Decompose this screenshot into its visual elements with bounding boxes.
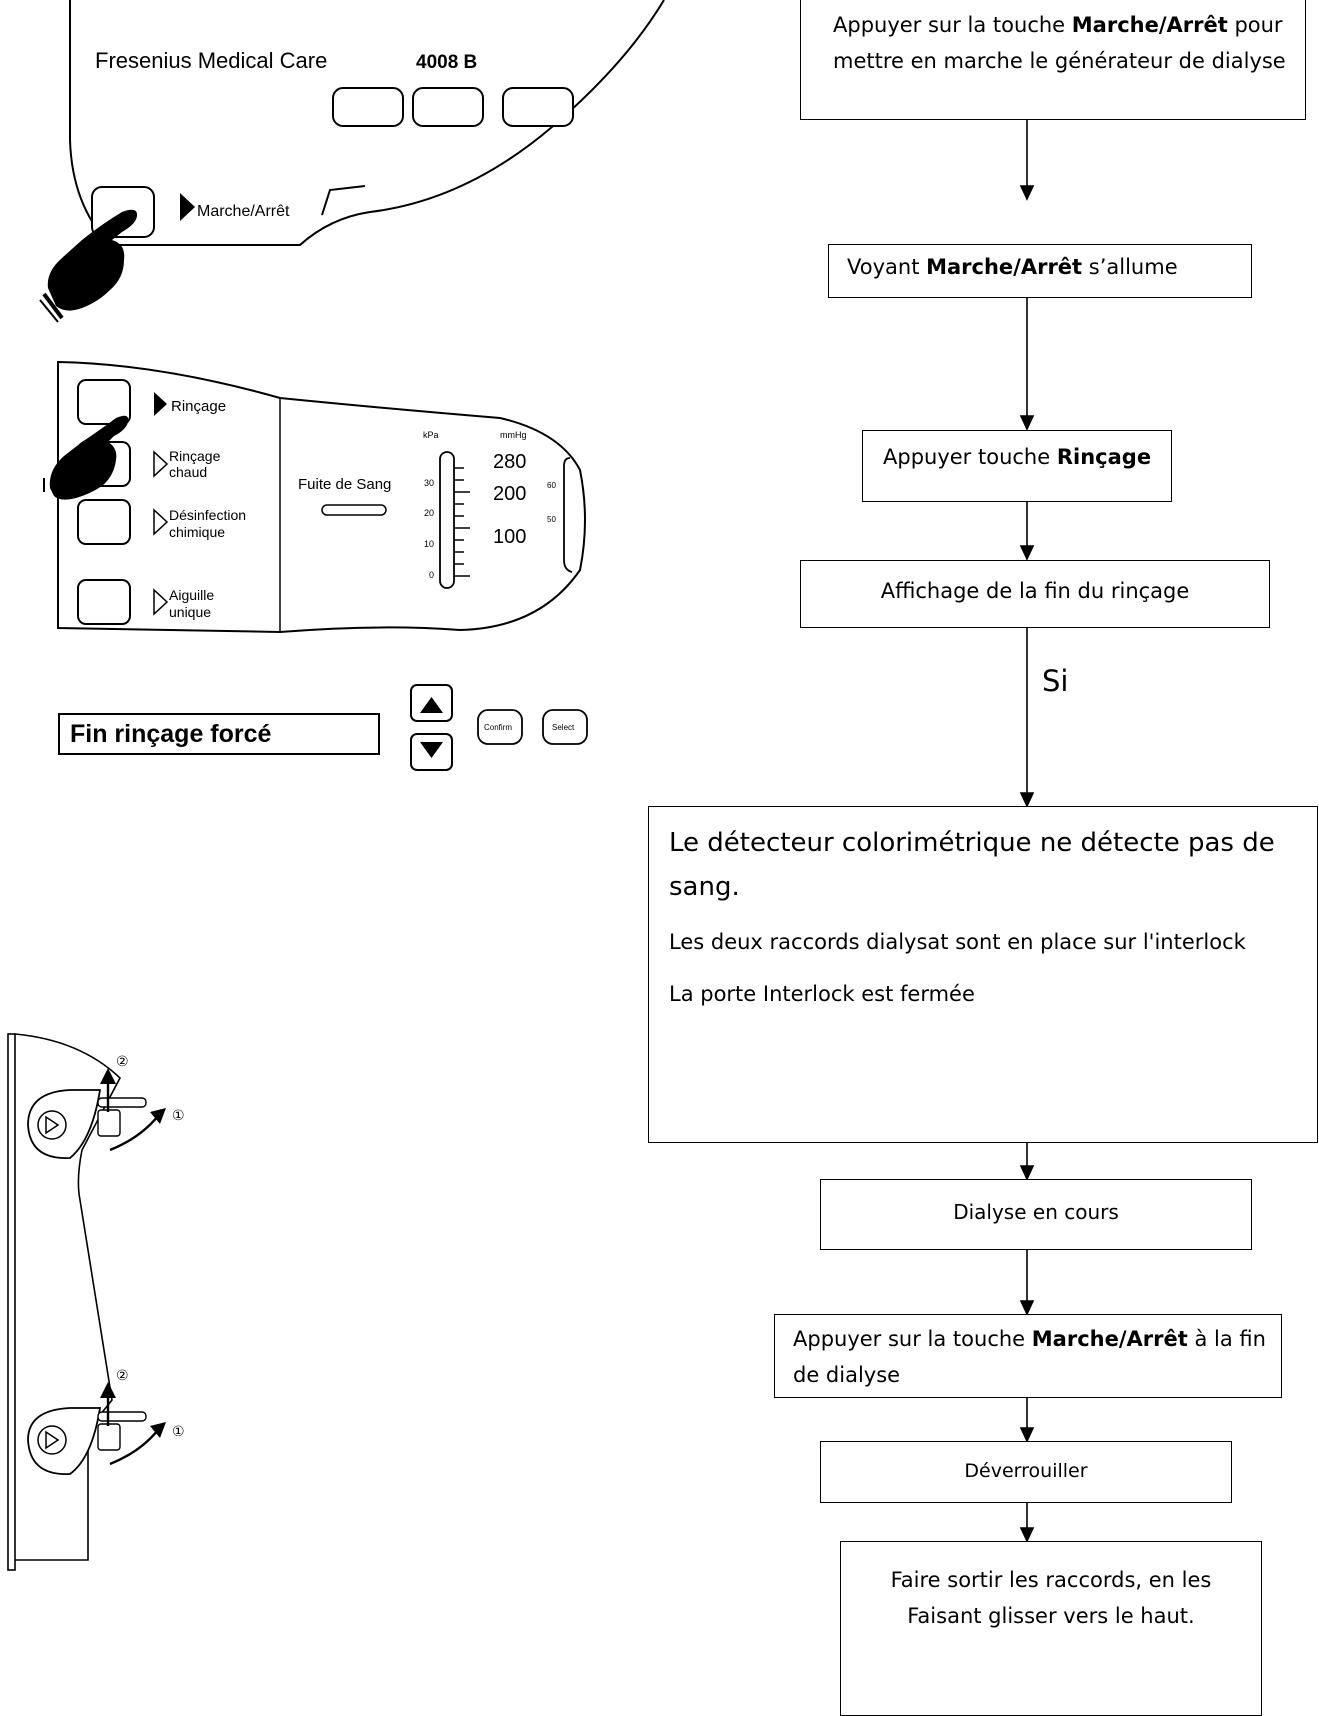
flow-step-conditions: Le détecteur colorimétrique ne détecte p… bbox=[648, 806, 1318, 1143]
panel-outline bbox=[69, 0, 665, 246]
disinfect-label-2: chimique bbox=[169, 524, 225, 540]
unit-kpa: kPa bbox=[423, 430, 439, 440]
kpa-tick-10: 10 bbox=[424, 539, 434, 549]
upper-arrow-1-icon bbox=[109, 1115, 159, 1152]
step2-bold: Marche/Arrêt bbox=[926, 255, 1083, 279]
flow-step-indicator-on: Voyant Marche/Arrêt s’allume bbox=[828, 244, 1252, 298]
panel-key-3[interactable] bbox=[502, 87, 574, 127]
arrow-down-icon bbox=[420, 742, 443, 758]
single-needle-label-1: Aiguille bbox=[169, 587, 214, 603]
kpa-tick-20: 20 bbox=[424, 508, 434, 518]
confirm-label: Confirm bbox=[484, 723, 512, 732]
rinse-indicator-icon bbox=[154, 392, 167, 416]
machine-side-wall bbox=[7, 1033, 16, 1571]
single-needle-label-2: unique bbox=[169, 604, 211, 620]
lower-coupling-arrow-icon bbox=[45, 1430, 60, 1450]
flow-step-power-off: Appuyer sur la touche Marche/Arrêt à la … bbox=[774, 1314, 1282, 1398]
flow-step-remove-couplings: Faire sortir les raccords, en les Faisan… bbox=[840, 1541, 1262, 1716]
flow-step-power-on: Appuyer sur la touche Marche/Arrêt pour … bbox=[800, 0, 1306, 120]
step7-text: Appuyer sur la touche bbox=[793, 1327, 1032, 1351]
step6-text: Dialyse en cours bbox=[953, 1200, 1119, 1224]
upper-coupling-arrow-icon bbox=[45, 1115, 60, 1135]
display-controls: Confirm Select bbox=[410, 684, 588, 771]
step3-text: Appuyer touche bbox=[883, 445, 1057, 469]
power-panel-illustration: Fresenius Medical Care 4008 B Marche/Arr… bbox=[39, 0, 665, 323]
rinse-button[interactable] bbox=[77, 379, 131, 425]
step1-text-end: pour mettre en marche le générateur de d… bbox=[833, 13, 1286, 73]
disinfect-indicator-icon bbox=[153, 508, 169, 536]
lower-step-2: ② bbox=[116, 1367, 129, 1383]
disinfect-label-1: Désinfection bbox=[169, 507, 246, 523]
step9-line2: Faisant glisser vers le haut. bbox=[907, 1604, 1195, 1628]
flow-step-unlock: Déverrouiller bbox=[820, 1441, 1232, 1503]
mmhg-tick-280: 280 bbox=[493, 451, 526, 473]
confirm-button[interactable] bbox=[477, 709, 523, 745]
right-tick-60: 60 bbox=[547, 481, 556, 490]
hand-pointer-icon bbox=[43, 415, 129, 500]
condition-label-si: Si bbox=[1042, 664, 1069, 698]
condition-no-blood: Le détecteur colorimétrique ne détecte p… bbox=[669, 828, 1275, 902]
lower-arrow-1-icon bbox=[109, 1429, 159, 1466]
unit-mmhg: mmHg bbox=[500, 430, 527, 440]
lower-step-1: ① bbox=[172, 1423, 185, 1439]
model-label: 4008 B bbox=[416, 52, 477, 73]
interlock-housing bbox=[14, 1033, 121, 1561]
blood-leak-indicator bbox=[321, 504, 387, 516]
step1-bold: Marche/Arrêt bbox=[1071, 13, 1228, 37]
single-needle-indicator-icon bbox=[153, 588, 169, 616]
single-needle-button[interactable] bbox=[77, 579, 131, 625]
step7-text-end: à la fin de dialyse bbox=[793, 1327, 1266, 1387]
brand-label: Fresenius Medical Care bbox=[95, 48, 327, 73]
step2-text-end: s’allume bbox=[1082, 255, 1178, 279]
rinse-panel-outline bbox=[57, 360, 586, 634]
power-indicator-icon bbox=[180, 193, 195, 221]
mmhg-tick-100: 100 bbox=[493, 526, 526, 548]
hand-pointer-icon bbox=[39, 209, 138, 323]
step1-text: Appuyer sur la touche bbox=[833, 13, 1072, 37]
panel-key-1[interactable] bbox=[332, 87, 404, 127]
flow-step-end-of-rinse: Affichage de la fin du rinçage bbox=[800, 560, 1270, 628]
warm-rinse-label-1: Rinçage bbox=[169, 448, 221, 464]
second-gauge bbox=[563, 457, 573, 573]
warm-rinse-label-2: chaud bbox=[169, 464, 207, 480]
step3-bold: Rinçage bbox=[1056, 445, 1152, 469]
arrow-up-icon bbox=[420, 697, 443, 713]
rinse-label: Rinçage bbox=[171, 398, 226, 415]
kpa-tick-30: 30 bbox=[424, 478, 434, 488]
select-label: Select bbox=[552, 723, 575, 732]
flow-step-dialysis: Dialyse en cours bbox=[820, 1179, 1252, 1250]
step9-line1: Faire sortir les raccords, en les bbox=[890, 1568, 1212, 1592]
step7-bold: Marche/Arrêt bbox=[1031, 1327, 1188, 1351]
mmhg-tick-200: 200 bbox=[493, 483, 526, 505]
disinfect-button[interactable] bbox=[77, 499, 131, 545]
upper-step-2: ② bbox=[116, 1053, 129, 1069]
step4-text: Affichage de la fin du rinçage bbox=[880, 579, 1190, 603]
gauge-ticks bbox=[454, 467, 470, 577]
panel-inner-tab bbox=[321, 185, 366, 216]
power-label: Marche/Arrêt bbox=[197, 203, 290, 220]
right-tick-50: 50 bbox=[547, 515, 556, 524]
kpa-tick-0: 0 bbox=[429, 570, 434, 580]
condition-couplings: Les deux raccords dialysat sont en place… bbox=[669, 930, 1246, 954]
interlock-illustration: ② ① ② ① bbox=[7, 1033, 185, 1571]
step8-text: Déverrouiller bbox=[964, 1460, 1088, 1482]
warm-rinse-indicator-icon bbox=[153, 450, 169, 478]
select-button[interactable] bbox=[542, 709, 588, 745]
step2-text: Voyant bbox=[847, 255, 927, 279]
pressure-gauge bbox=[439, 451, 455, 589]
blood-leak-label: Fuite de Sang bbox=[298, 476, 391, 493]
upper-step-1: ① bbox=[172, 1107, 185, 1123]
display-message-box: Fin rinçage forcé bbox=[58, 713, 380, 755]
condition-door-closed: La porte Interlock est fermée bbox=[669, 982, 975, 1006]
flow-step-rinse: Appuyer touche Rinçage bbox=[862, 430, 1172, 502]
rinse-panel-illustration: Rinçage Rinçage chaud Désinfection chimi… bbox=[43, 360, 586, 634]
panel-key-2[interactable] bbox=[412, 87, 484, 127]
